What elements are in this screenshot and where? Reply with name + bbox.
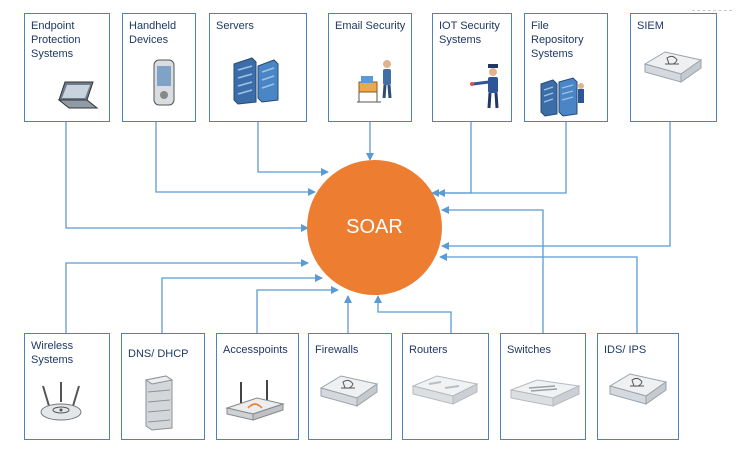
handheld-device-icon bbox=[153, 59, 175, 106]
connector-endpoint bbox=[65, 122, 309, 232]
connector-ids bbox=[439, 253, 638, 333]
node-iot-security[interactable]: IOT Security Systems bbox=[432, 13, 512, 122]
connector-iot bbox=[431, 122, 472, 197]
security-guard-icon bbox=[470, 64, 499, 109]
email-security-icon bbox=[357, 60, 392, 103]
node-switches[interactable]: Switches bbox=[500, 333, 586, 440]
soar-label: SOAR bbox=[346, 216, 403, 238]
connector-handheld bbox=[155, 122, 316, 196]
connector-routers bbox=[374, 295, 452, 333]
node-label: Switches bbox=[507, 344, 552, 356]
node-label: Accesspoints bbox=[223, 344, 288, 356]
node-email-security[interactable]: Email Security bbox=[328, 13, 412, 122]
node-endpoint-protection[interactable]: Endpoint Protection Systems bbox=[24, 13, 110, 122]
node-label: Wireless Systems bbox=[31, 340, 74, 366]
node-label: DNS/ DHCP bbox=[128, 348, 189, 360]
node-label: Handheld Devices bbox=[129, 20, 177, 46]
node-label: Servers bbox=[216, 20, 254, 32]
laptop-icon bbox=[57, 81, 99, 109]
connector-siem bbox=[441, 122, 671, 250]
node-label: SIEM bbox=[637, 20, 664, 32]
node-label: Endpoint Protection Systems bbox=[31, 20, 81, 60]
server-tower-icon bbox=[144, 375, 174, 431]
server-rack-icon bbox=[233, 57, 279, 105]
firewall-appliance-icon bbox=[319, 375, 379, 407]
node-label: IOT Security Systems bbox=[439, 20, 500, 46]
connector-ap bbox=[256, 286, 339, 333]
switch-icon bbox=[509, 379, 581, 407]
node-wireless-systems[interactable]: Wireless Systems bbox=[24, 333, 110, 440]
storage-array-icon bbox=[540, 77, 584, 117]
connector-switches bbox=[441, 206, 544, 333]
node-accesspoints[interactable]: Accesspoints bbox=[216, 333, 299, 440]
node-label: IDS/ IPS bbox=[604, 344, 647, 356]
node-ids-ips[interactable]: IDS/ IPS bbox=[597, 333, 679, 440]
node-label: Routers bbox=[409, 344, 448, 356]
node-servers[interactable]: Servers bbox=[209, 13, 307, 122]
node-file-repository[interactable]: File Repository Systems bbox=[524, 13, 608, 122]
edge-guide-line bbox=[692, 10, 732, 11]
connector-servers bbox=[257, 122, 329, 176]
connector-wireless bbox=[65, 259, 309, 333]
wireless-router-icon bbox=[40, 382, 82, 421]
connector-dns bbox=[161, 274, 323, 333]
ids-appliance-icon bbox=[608, 373, 668, 405]
node-label: Email Security bbox=[335, 20, 406, 32]
soar-hub[interactable]: SOAR bbox=[307, 160, 442, 295]
siem-appliance-icon bbox=[643, 51, 703, 83]
node-label: Firewalls bbox=[315, 344, 359, 356]
node-dns-dhcp[interactable]: DNS/ DHCP bbox=[121, 333, 205, 440]
router-icon bbox=[411, 375, 479, 405]
connector-file-repo bbox=[437, 122, 567, 197]
node-siem[interactable]: SIEM bbox=[630, 13, 717, 122]
access-point-icon bbox=[225, 380, 285, 421]
node-label: File Repository Systems bbox=[531, 20, 584, 60]
node-handheld-devices[interactable]: Handheld Devices bbox=[122, 13, 196, 122]
node-firewalls[interactable]: Firewalls bbox=[308, 333, 392, 440]
node-routers[interactable]: Routers bbox=[402, 333, 489, 440]
